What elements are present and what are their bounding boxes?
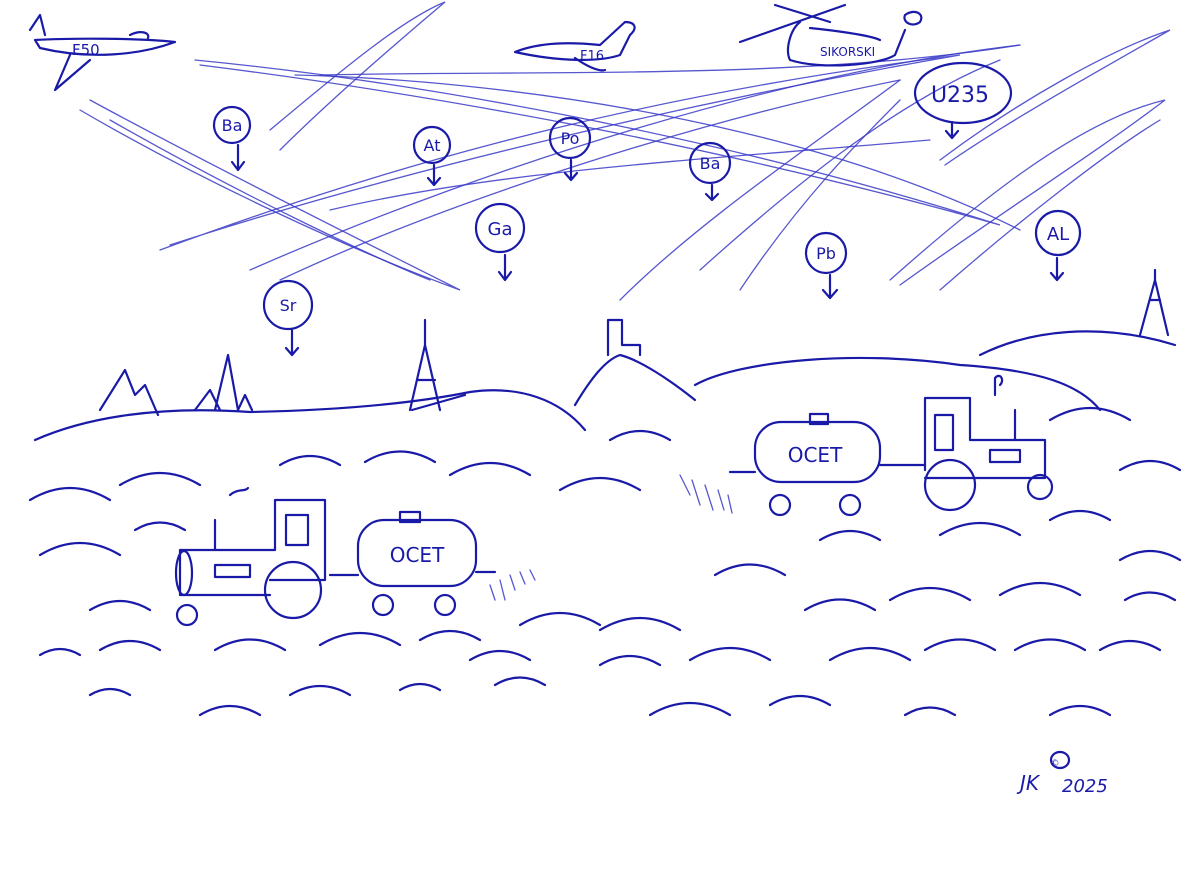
field-mound xyxy=(418,630,482,642)
tanker-right-label: OCET xyxy=(788,443,843,467)
element-bubble-po: Po xyxy=(548,116,592,182)
field-mound xyxy=(888,586,972,602)
field-mound xyxy=(88,687,132,697)
element-bubble-sr: Sr xyxy=(262,279,314,357)
field-mound xyxy=(288,685,352,697)
field-mound xyxy=(448,461,532,477)
tractor-left xyxy=(174,486,327,627)
field-mound xyxy=(608,430,672,442)
field-mound xyxy=(493,676,547,687)
field-mound xyxy=(803,598,877,612)
svg-text:Po: Po xyxy=(561,129,580,148)
helicopter-sikorski: SIKORSKI xyxy=(738,3,923,67)
field-mound xyxy=(1048,406,1132,422)
svg-text:AL: AL xyxy=(1047,224,1069,245)
field-mound xyxy=(118,471,202,487)
field-mound xyxy=(713,563,787,577)
field-mound xyxy=(558,476,642,492)
field-mound xyxy=(648,701,732,717)
field-mound xyxy=(28,486,112,502)
tanker-right: OCET xyxy=(679,412,927,517)
tree-right xyxy=(1138,268,1170,337)
down-arrow-icon xyxy=(563,158,579,182)
down-arrow-icon xyxy=(1049,256,1065,282)
svg-text:Sr: Sr xyxy=(280,296,297,315)
element-bubbles: Ba At Po Ba U235 Ga Pb AL Sr xyxy=(212,61,1082,357)
field-mound xyxy=(923,638,997,652)
field-mound xyxy=(318,631,402,647)
svg-text:©: © xyxy=(1051,759,1060,769)
svg-text:U235: U235 xyxy=(931,83,989,108)
landscape xyxy=(33,268,1177,442)
element-bubble-u235: U235 xyxy=(913,61,1013,140)
plane-f50: F50 xyxy=(28,13,177,92)
field-mound xyxy=(1098,640,1162,652)
down-arrow-icon xyxy=(284,328,300,357)
plane-f16: F16 xyxy=(513,20,636,72)
field-mound xyxy=(88,600,152,612)
down-arrow-icon xyxy=(497,253,513,282)
down-arrow-icon xyxy=(426,163,442,187)
down-arrow-icon xyxy=(704,183,720,202)
down-arrow-icon xyxy=(230,143,246,172)
element-bubble-pb: Pb xyxy=(804,231,848,300)
down-arrow-icon xyxy=(821,273,839,300)
field-mound xyxy=(363,450,437,464)
field-mound xyxy=(818,530,882,542)
field-mound xyxy=(998,581,1082,597)
svg-text:Ba: Ba xyxy=(222,116,243,135)
field-mound xyxy=(768,695,832,707)
field-mound xyxy=(198,705,262,717)
field-mound xyxy=(38,541,122,557)
field-mound xyxy=(213,638,287,652)
element-bubble-ga: Ga xyxy=(474,202,526,282)
field-mound xyxy=(938,521,1022,537)
field-mound xyxy=(1123,591,1177,602)
element-bubble-al: AL xyxy=(1034,209,1082,282)
field-mound xyxy=(598,655,662,667)
field-mound xyxy=(598,616,682,632)
tractor-right xyxy=(923,374,1054,512)
field-mound xyxy=(1013,638,1087,652)
svg-text:At: At xyxy=(424,136,441,155)
field-mound xyxy=(828,646,912,662)
element-bubble-at: At xyxy=(412,125,452,187)
tanker-left: OCET xyxy=(328,510,536,617)
signature: JK © 2025 xyxy=(1016,750,1108,797)
element-bubble-ba-2: Ba xyxy=(688,141,732,202)
spray-scribbles xyxy=(79,1,1171,301)
field-mound xyxy=(1118,550,1182,562)
svg-text:2025: 2025 xyxy=(1062,776,1108,797)
svg-text:Ga: Ga xyxy=(488,219,513,240)
field-mound xyxy=(133,521,187,532)
element-bubble-ba-1: Ba xyxy=(212,105,252,172)
field-mounds xyxy=(28,406,1182,717)
helicopter-label: SIKORSKI xyxy=(820,45,875,59)
field-mound xyxy=(278,455,342,467)
field-mound xyxy=(38,647,82,657)
svg-text:JK: JK xyxy=(1016,771,1041,795)
field-mound xyxy=(688,646,772,662)
field-mound xyxy=(468,650,532,662)
field-mound xyxy=(1118,460,1182,472)
trees-left xyxy=(98,353,254,417)
field-mound xyxy=(903,706,957,717)
field-mound xyxy=(398,682,442,692)
down-arrow-icon xyxy=(944,120,960,140)
field-mound xyxy=(98,640,162,652)
tanker-left-label: OCET xyxy=(390,543,445,567)
svg-text:Ba: Ba xyxy=(700,154,721,173)
castle xyxy=(606,318,642,357)
field-mound xyxy=(518,611,602,627)
plane-f50-label: F50 xyxy=(72,41,100,59)
field-mound xyxy=(1048,705,1112,717)
tower xyxy=(408,318,467,412)
svg-text:Pb: Pb xyxy=(816,244,836,263)
field-mound xyxy=(1048,510,1112,522)
plane-f16-label: F16 xyxy=(580,49,604,64)
